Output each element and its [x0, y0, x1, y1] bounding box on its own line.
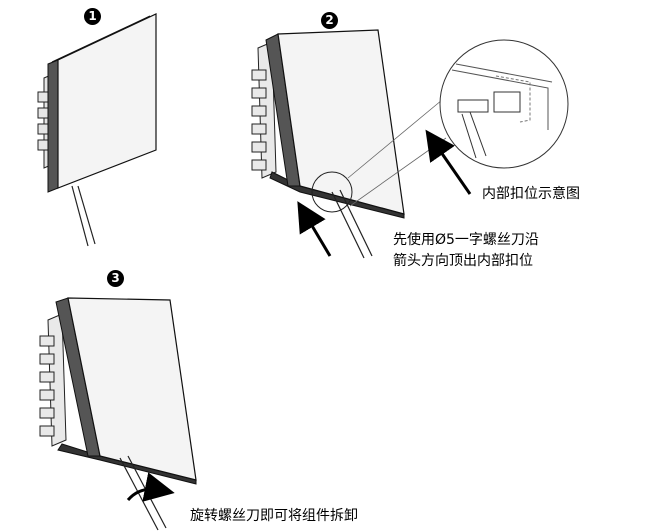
step2-caption-line2: 箭头方向顶出内部扣位 — [393, 253, 533, 269]
step3-switch-illustration — [39, 297, 197, 531]
step3-rotate-arrow — [126, 472, 175, 502]
step1-cable — [71, 185, 96, 247]
step1-switch-illustration — [37, 13, 157, 247]
step3-caption: 旋转螺丝刀即可将组件拆卸 — [190, 508, 358, 524]
step1-panel-face — [57, 13, 157, 189]
step1-badge: 1 — [84, 8, 101, 25]
detail-callout-caption: 内部扣位示意图 — [482, 186, 580, 202]
step2-badge: 2 — [321, 12, 338, 29]
step1-panel-edge — [47, 59, 59, 193]
step3-panel-face — [67, 297, 197, 481]
step2-screwdriver — [331, 189, 373, 259]
step3-housing-ribs — [39, 313, 67, 447]
step2-detail-circle — [311, 171, 353, 213]
step2-switch-illustration — [251, 29, 447, 259]
step2-push-arrow — [297, 201, 332, 257]
step2-panel-face — [277, 29, 405, 215]
detail-callout — [425, 39, 569, 195]
step3-badge: 3 — [107, 270, 124, 287]
detail-arrow — [425, 129, 472, 195]
step2-caption-line1: 先使用Ø5一字螺丝刀沿 — [393, 232, 539, 248]
